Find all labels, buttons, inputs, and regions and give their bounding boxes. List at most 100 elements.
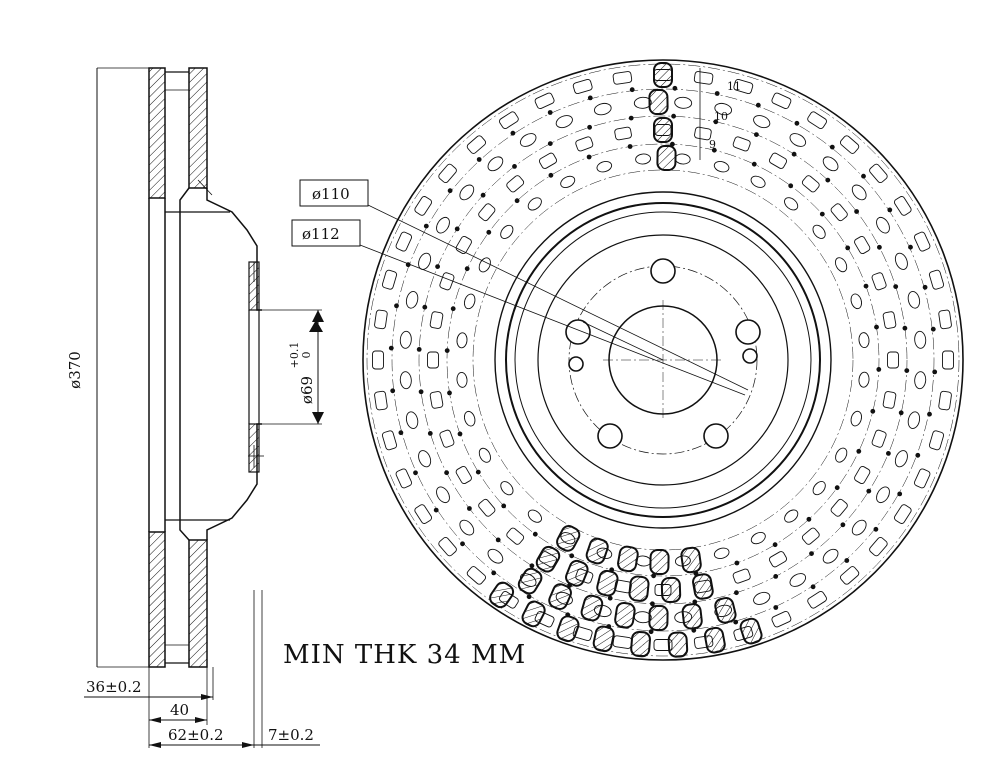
- drill-dot: [447, 188, 453, 194]
- cross-drill-hole: [907, 411, 921, 430]
- friction-ring-outer-top: [148, 67, 166, 199]
- vent-slot: [499, 111, 519, 129]
- vent-slot: [438, 163, 457, 184]
- highlighted-slot: [517, 567, 543, 595]
- drill-dot: [773, 605, 779, 610]
- vent-slot: [374, 309, 388, 330]
- drill-dot: [569, 553, 575, 559]
- vent-slot: [938, 309, 952, 330]
- vent-slot: [913, 231, 931, 252]
- drill-dot: [548, 172, 554, 178]
- highlighted-slot: [628, 575, 650, 602]
- pcd-110-label: ø110: [312, 185, 350, 203]
- vent-slot: [830, 203, 848, 222]
- highlighted-slot: [556, 615, 580, 643]
- vent-slot: [575, 136, 594, 152]
- cross-drill-hole: [478, 257, 491, 273]
- vent-slot: [732, 136, 751, 152]
- vent-slot: [871, 272, 887, 291]
- friction-ring-outer-bottom: [148, 531, 166, 668]
- cross-drill-hole: [527, 509, 542, 523]
- cross-drill-hole: [753, 591, 771, 605]
- vent-slot: [439, 272, 455, 291]
- vent-slot: [839, 566, 860, 585]
- vent-slot: [942, 350, 954, 370]
- vent-slot: [882, 391, 897, 409]
- vent-slot: [801, 175, 820, 193]
- vent-slot: [733, 78, 754, 95]
- drill-dot: [898, 410, 904, 416]
- bore-tol-lower: 0: [300, 352, 313, 359]
- drill-dot: [514, 198, 520, 204]
- cross-drill-hole: [851, 184, 867, 201]
- cross-drill-hole: [463, 410, 476, 427]
- wheel-bolt-hole: [597, 423, 623, 449]
- vent-slot: [830, 498, 848, 517]
- vent-slot: [455, 235, 472, 255]
- drill-dot: [547, 141, 553, 147]
- highlighted-slot: [617, 545, 639, 573]
- vent-slot: [478, 203, 496, 222]
- pad-mark-9: 9: [709, 138, 716, 151]
- cross-drill-hole: [459, 184, 475, 201]
- cross-drill-hole: [789, 573, 807, 587]
- cross-drill-hole: [436, 216, 450, 234]
- hat-outer: [505, 202, 821, 518]
- highlighted-slot: [653, 62, 673, 88]
- bolt-holes: [565, 258, 761, 449]
- vent-slot: [854, 235, 871, 255]
- disc-inner-edge: [494, 191, 832, 529]
- highlighted-slot: [649, 548, 670, 576]
- drill-dot: [873, 526, 879, 532]
- cross-drill-hole: [713, 160, 730, 173]
- cross-drill-hole: [487, 548, 504, 564]
- cross-drill-hole: [834, 257, 848, 273]
- vent-slot: [506, 175, 525, 193]
- drill-dot: [829, 144, 835, 150]
- drill-dot: [628, 115, 634, 121]
- drill-dot: [932, 369, 938, 375]
- wheel-bolt-hole: [735, 319, 761, 345]
- cross-drill-hole: [789, 133, 807, 147]
- cross-drill-hole: [519, 133, 537, 147]
- vent-slot: [693, 71, 714, 85]
- drill-dot: [648, 629, 654, 635]
- cross-drill-hole: [418, 450, 432, 468]
- drill-dot: [491, 570, 497, 576]
- cross-drill-hole: [851, 519, 867, 536]
- highlighted-slot: [714, 596, 737, 624]
- disc-outer-edge: [362, 59, 964, 661]
- highlighted-slot: [648, 88, 669, 116]
- locating-hole: [568, 356, 584, 372]
- cross-drill-hole: [858, 371, 870, 388]
- vent-slot: [395, 231, 413, 252]
- cross-drill-hole: [674, 153, 691, 165]
- drill-dot: [433, 507, 439, 513]
- drill-dot: [413, 470, 418, 476]
- cross-drill-hole: [478, 447, 492, 463]
- vent-slot: [894, 504, 912, 524]
- overall-width-label: 62±0.2: [168, 726, 224, 744]
- drill-dot: [893, 284, 899, 289]
- construction-ring: [446, 143, 880, 577]
- construction-ring: [418, 115, 908, 605]
- vent-slot: [612, 71, 633, 85]
- pad-mark-11: 11: [727, 80, 741, 93]
- vent-slot: [913, 468, 931, 489]
- cross-drill-hole: [399, 330, 412, 349]
- drill-dot: [908, 244, 913, 250]
- drill-dot: [927, 411, 932, 417]
- cross-drill-hole: [894, 252, 908, 270]
- drill-dot: [897, 491, 903, 497]
- vent-slot: [928, 430, 945, 451]
- vent-slot: [439, 429, 455, 448]
- cross-drill-hole: [560, 175, 576, 189]
- vent-slot: [506, 527, 525, 545]
- drill-dot: [464, 266, 470, 272]
- hat-inner: [514, 211, 812, 509]
- cross-drill-hole: [674, 96, 693, 109]
- vent-slot: [768, 152, 788, 169]
- highlighted-slot: [704, 626, 726, 654]
- cross-drill-hole: [750, 531, 766, 545]
- highlighted-slot: [521, 600, 546, 628]
